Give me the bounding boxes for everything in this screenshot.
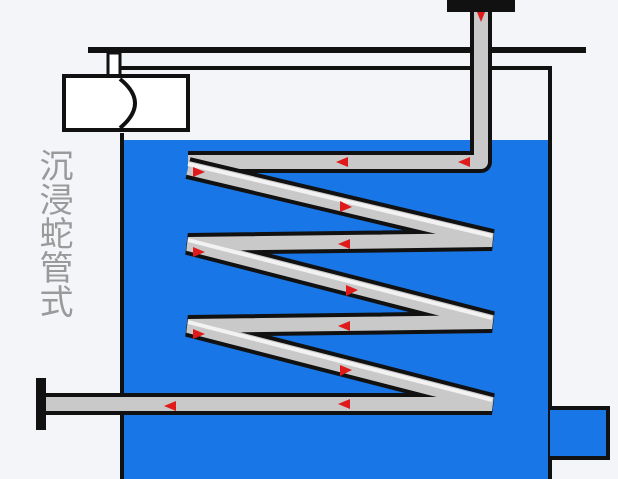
flow-arrows bbox=[164, 12, 485, 411]
flow-arrow-icon bbox=[164, 401, 176, 411]
flow-arrow-icon bbox=[477, 12, 485, 22]
flow-arrow-icon bbox=[340, 365, 352, 376]
flow-arrow-icon bbox=[338, 399, 350, 409]
flow-arrow-icon bbox=[346, 285, 358, 296]
flow-arrow-icon bbox=[336, 157, 348, 167]
flow-arrow-icon bbox=[338, 239, 350, 249]
flow-arrow-icon bbox=[193, 167, 205, 177]
flow-arrow-icon bbox=[340, 201, 352, 212]
coil-pipe bbox=[36, 0, 515, 430]
motor-box bbox=[62, 51, 190, 132]
flow-arrow-icon bbox=[193, 329, 205, 339]
water-tank bbox=[120, 66, 610, 479]
diagram-label: 沉浸蛇管式 bbox=[33, 148, 73, 318]
flow-arrow-icon bbox=[458, 157, 470, 167]
top-crossbar bbox=[88, 47, 586, 70]
flow-arrow-icon bbox=[193, 247, 205, 257]
flow-arrow-icon bbox=[338, 321, 350, 331]
